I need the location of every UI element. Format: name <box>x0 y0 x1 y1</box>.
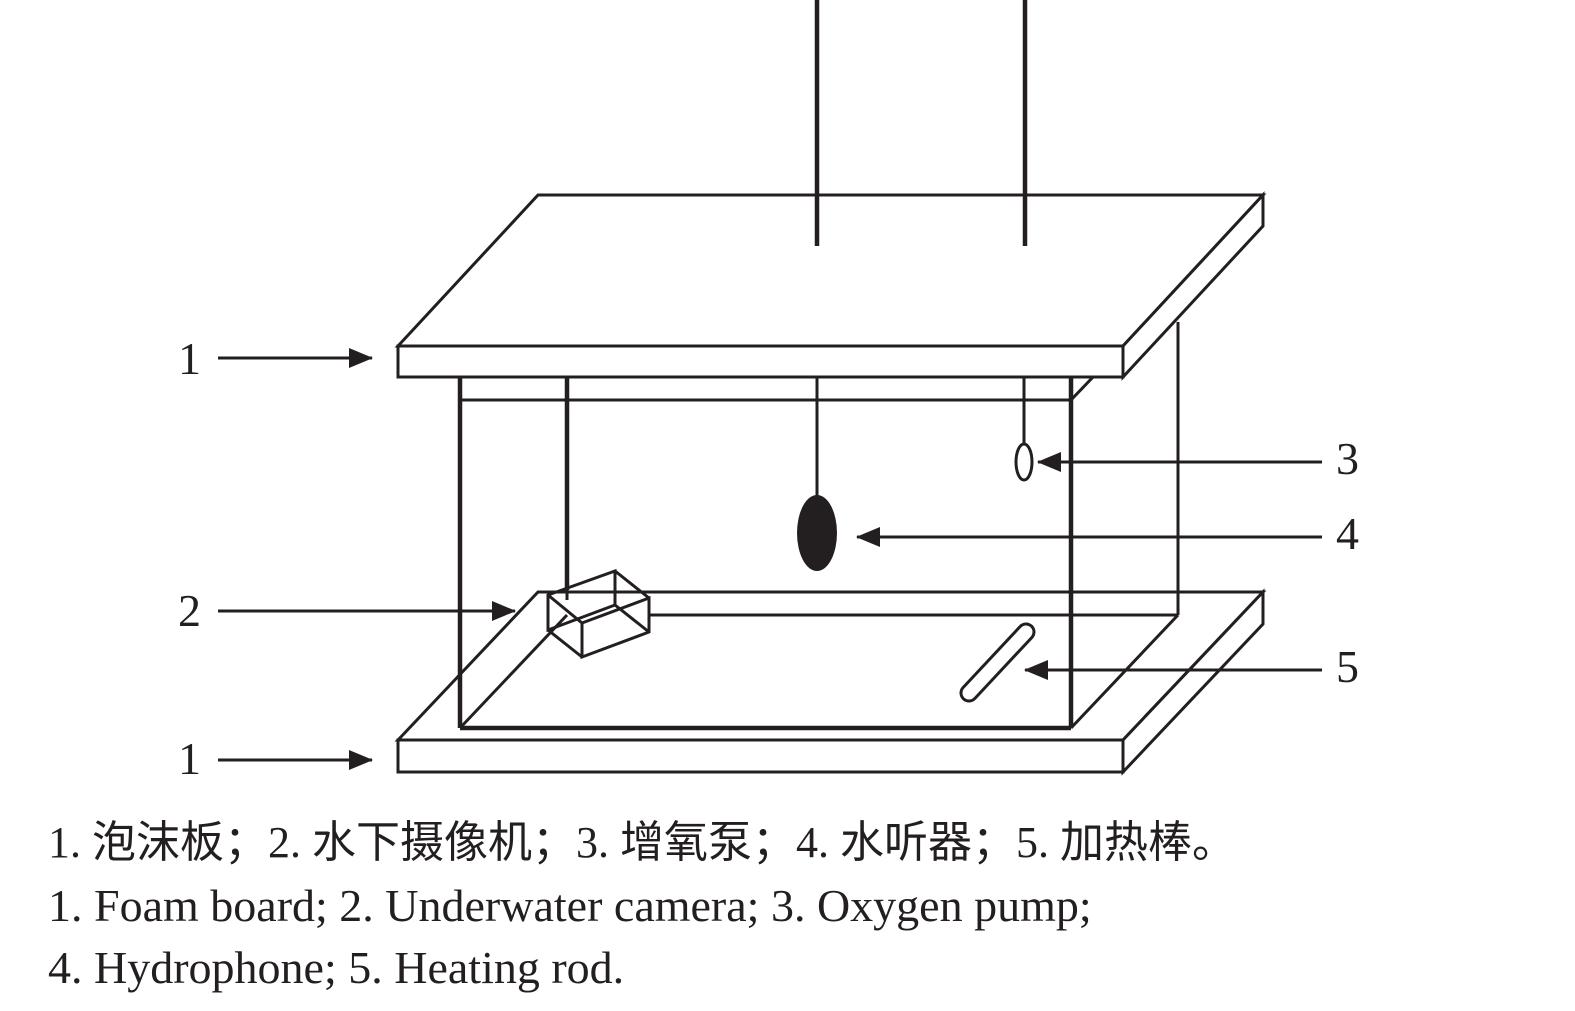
callout-label-foam-board-bottom: 1 <box>178 733 201 784</box>
callout-label-hydrophone: 4 <box>1336 508 1359 559</box>
heating-rod <box>959 622 1036 703</box>
foam-board-bottom-front-face <box>396 738 1125 774</box>
callout-label-oxygen-pump: 3 <box>1336 433 1359 484</box>
foam-board-top-front-face <box>396 344 1125 379</box>
camera-bottom-left-edge <box>547 628 583 659</box>
foam-board-top-side-face <box>1121 191 1265 381</box>
caption-english-line-2: 4. Hydrophone; 5. Heating rod. <box>48 942 625 993</box>
heating-rod-core <box>962 625 1033 700</box>
callout-label-heating-rod: 5 <box>1336 641 1359 692</box>
oxygen-pump <box>1014 442 1034 482</box>
tank-top-rim-side <box>1069 374 1096 402</box>
foam-board-top <box>394 191 1267 381</box>
camera-bottom-right-edge <box>614 603 650 634</box>
caption-chinese: 1. 泡沫板；2. 水下摄像机；3. 增氧泵；4. 水听器；5. 加热棒。 <box>48 818 1236 867</box>
foam-board-top-top-face <box>394 193 1267 348</box>
water-tank <box>457 322 1180 731</box>
camera-top-right-edge <box>614 569 650 600</box>
callout-label-camera: 2 <box>178 585 201 636</box>
hydrophone <box>797 495 837 571</box>
tank-floor-left-edge <box>458 613 569 730</box>
callout-label-foam-board-top: 1 <box>178 333 201 384</box>
foam-board-bottom-side-face <box>1121 588 1265 776</box>
foam-board-bottom <box>394 588 1267 776</box>
underwater-camera <box>546 568 651 660</box>
caption-english-line-1: 1. Foam board; 2. Underwater camera; 3. … <box>48 880 1092 931</box>
